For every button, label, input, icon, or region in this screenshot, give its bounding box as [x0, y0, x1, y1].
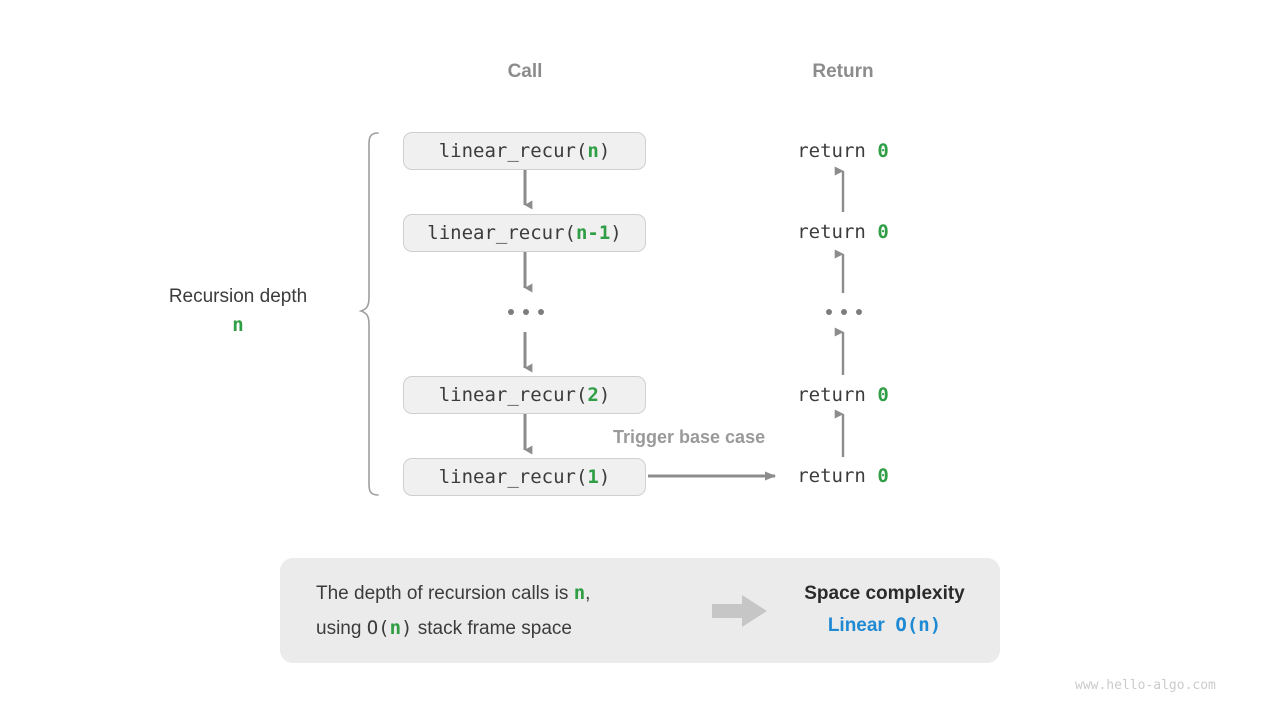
complexity-word: Linear: [827, 615, 885, 636]
summary-line2-text-a: using: [316, 617, 367, 639]
call-frame-text: linear_recur(: [438, 140, 588, 162]
call-ellipsis-icon: [508, 309, 544, 315]
summary-line1-text-a: The depth of recursion calls is: [316, 582, 574, 604]
summary-line2-bigo-close: ): [401, 616, 413, 639]
call-frame-arg: 2: [587, 384, 599, 406]
space-complexity-value: Linear O(n): [785, 609, 984, 642]
call-frame-box: linear_recur(1): [403, 458, 646, 496]
summary-result: Space complexity Linear O(n): [785, 579, 1000, 642]
call-frame-arg: n-1: [575, 222, 611, 244]
recursion-depth-value: n: [232, 314, 244, 336]
call-frame-suffix: ): [598, 466, 611, 488]
summary-description: The depth of recursion calls is n, using…: [280, 576, 695, 646]
call-frame-suffix: ): [598, 140, 611, 162]
summary-line-1: The depth of recursion calls is n,: [316, 576, 695, 611]
call-frame-text: linear_recur(: [438, 384, 588, 406]
column-header-return: Return: [812, 61, 874, 82]
summary-line2-bigo-open: O(: [366, 616, 390, 639]
return-keyword: return: [797, 465, 866, 487]
call-frame-arg: n: [587, 140, 599, 162]
return-statement: return 0: [743, 465, 943, 487]
call-frame-box: linear_recur(n): [403, 132, 646, 170]
summary-line-2: using O(n) stack frame space: [316, 611, 695, 646]
call-frame-suffix: ): [598, 384, 611, 406]
summary-panel: The depth of recursion calls is n, using…: [280, 558, 1000, 663]
return-keyword: return: [797, 221, 866, 243]
watermark: www.hello-algo.com: [1075, 678, 1216, 693]
return-ellipsis-icon: [826, 309, 862, 315]
return-statement: return 0: [743, 221, 943, 243]
recursion-depth-brace: [358, 132, 379, 496]
call-frame-text: linear_recur(: [427, 222, 576, 244]
return-statement: return 0: [743, 384, 943, 406]
return-value: 0: [877, 140, 889, 162]
return-keyword: return: [797, 384, 866, 406]
return-statement: return 0: [743, 140, 943, 162]
space-complexity-title: Space complexity: [804, 583, 965, 604]
summary-line1-text-b: ,: [585, 582, 591, 604]
right-arrow-icon: [712, 594, 767, 627]
call-frame-suffix: ): [610, 222, 622, 244]
complexity-bigo: O(n): [895, 614, 942, 636]
return-value: 0: [877, 465, 889, 487]
trigger-base-case-label: Trigger base case: [613, 427, 766, 447]
summary-line1-var: n: [573, 581, 586, 604]
summary-line2-var: n: [389, 616, 402, 639]
call-frame-arg: 1: [587, 466, 599, 488]
summary-line2-text-b: stack frame space: [412, 617, 572, 639]
call-frame-text: linear_recur(: [438, 466, 588, 488]
column-header-call: Call: [507, 61, 543, 82]
return-keyword: return: [797, 140, 866, 162]
recursion-depth-title: Recursion depth: [168, 286, 308, 307]
summary-arrow-container: [695, 594, 785, 628]
return-value: 0: [877, 384, 889, 406]
recursion-depth-label: Recursion depth n: [138, 284, 338, 340]
call-frame-box: linear_recur(n-1): [403, 214, 646, 252]
return-value: 0: [877, 221, 889, 243]
call-frame-box: linear_recur(2): [403, 376, 646, 414]
